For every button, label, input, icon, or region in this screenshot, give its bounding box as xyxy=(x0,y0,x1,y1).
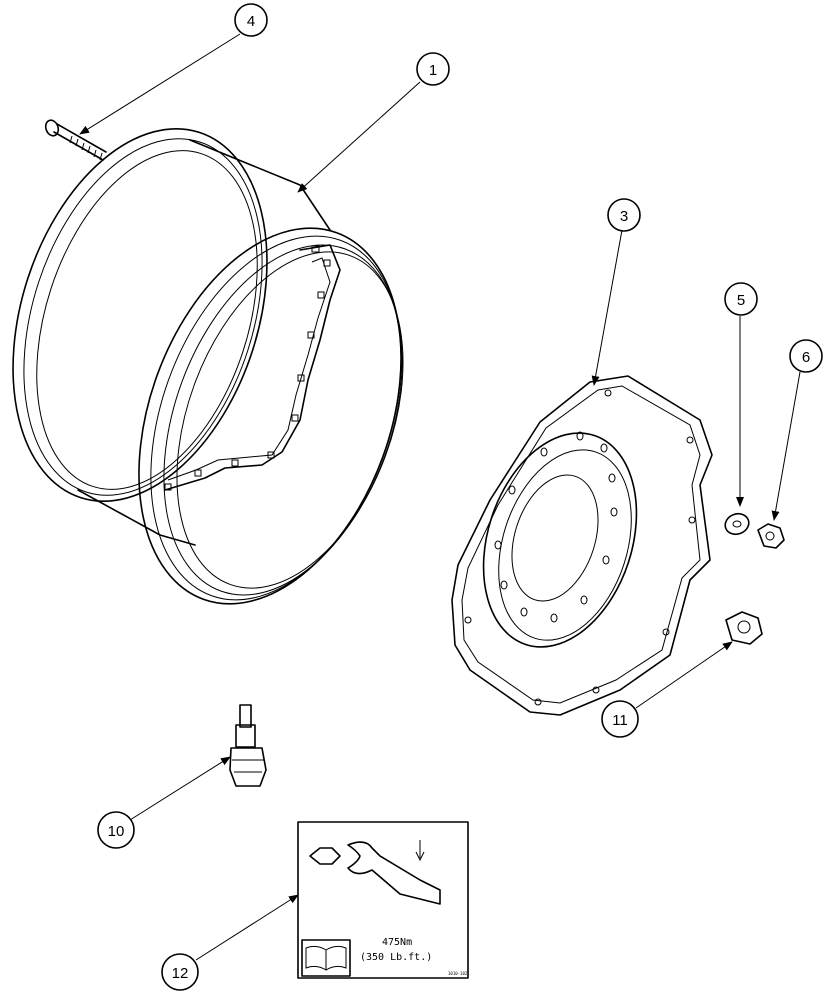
svg-text:4: 4 xyxy=(247,13,255,30)
leader-lines xyxy=(79,33,801,961)
callout-1: 1 xyxy=(416,52,450,86)
torque-decal: 475Nm (350 Lb.ft.) 1010-102 xyxy=(297,821,469,979)
callout-4: 4 xyxy=(234,3,268,37)
callout-10: 10 xyxy=(97,811,135,849)
callout-3: 3 xyxy=(607,198,641,232)
decal-torque-nm: 475Nm xyxy=(382,937,412,948)
hex-nut xyxy=(757,523,785,549)
valve-stem xyxy=(229,704,267,787)
svg-text:10: 10 xyxy=(108,823,125,840)
wheel-center-disc xyxy=(451,375,713,716)
svg-text:6: 6 xyxy=(802,349,810,366)
decal-torque-lbft: (350 Lb.ft.) xyxy=(360,952,432,963)
decal-code: 1010-102 xyxy=(448,971,468,976)
washer xyxy=(724,512,750,536)
down-arrow-icon xyxy=(415,840,425,862)
callout-12: 12 xyxy=(161,953,199,991)
svg-text:5: 5 xyxy=(737,292,745,309)
callout-11: 11 xyxy=(601,700,639,738)
svg-text:3: 3 xyxy=(620,208,628,225)
hex-symbol-icon xyxy=(309,847,341,865)
large-hex-nut xyxy=(725,611,763,645)
svg-text:1: 1 xyxy=(429,62,437,79)
carriage-bolt xyxy=(44,119,107,161)
manual-book-icon xyxy=(301,939,351,977)
callout-6: 6 xyxy=(789,339,823,373)
callout-5: 5 xyxy=(724,282,758,316)
wrench-hand-icon xyxy=(347,841,441,905)
svg-text:12: 12 xyxy=(172,965,189,982)
svg-text:11: 11 xyxy=(612,712,628,729)
wheel-rim xyxy=(12,127,404,605)
